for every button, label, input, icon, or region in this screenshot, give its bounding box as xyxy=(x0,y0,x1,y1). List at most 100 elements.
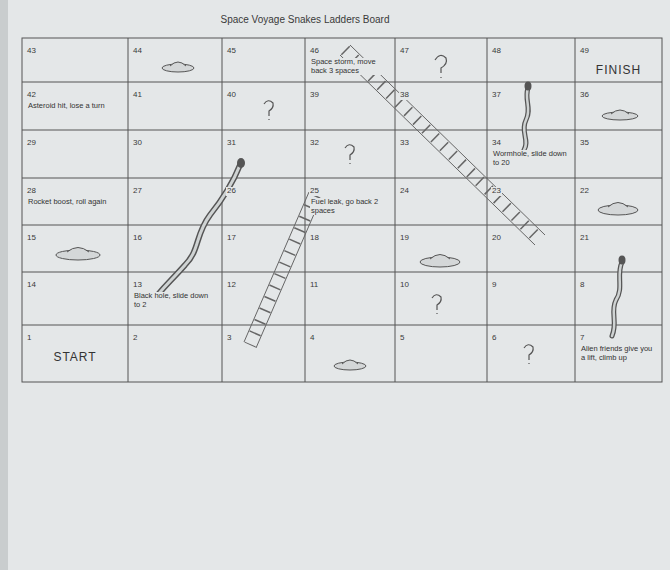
square-number: 6 xyxy=(491,334,497,343)
board-square: 28Rocket boost, roll again xyxy=(23,179,127,224)
square-number: 24 xyxy=(399,187,410,196)
square-number: 44 xyxy=(132,47,143,56)
board-square: 10 xyxy=(396,273,486,324)
square-number: 26 xyxy=(226,187,237,196)
board-grid xyxy=(22,38,662,382)
square-number: 7 xyxy=(579,334,585,343)
board-square: 42Asteroid hit, lose a turn xyxy=(23,83,127,129)
saucer-icons xyxy=(56,62,638,370)
grid-line xyxy=(222,38,223,382)
saucer-icon xyxy=(56,248,100,261)
square-number: 43 xyxy=(26,47,37,56)
saucer-icon xyxy=(602,110,638,120)
square-number: 38 xyxy=(399,91,410,100)
board-square: 37 xyxy=(488,83,574,129)
square-number: 14 xyxy=(26,281,37,290)
board-square: 32 xyxy=(306,131,394,177)
board-square: 2 xyxy=(129,326,221,381)
board-square: 20 xyxy=(488,226,574,271)
square-number: 19 xyxy=(399,234,410,243)
board-square: 21 xyxy=(576,226,661,271)
square-number: 2 xyxy=(132,334,138,343)
square-number: 36 xyxy=(579,91,590,100)
snake-head xyxy=(619,256,626,265)
board-square: 45 xyxy=(223,39,304,81)
square-number: 15 xyxy=(26,234,37,243)
square-number: 37 xyxy=(491,91,502,100)
snake xyxy=(524,82,532,151)
board-square: 17 xyxy=(223,226,304,271)
grid-line xyxy=(22,130,662,131)
square-number: 25 xyxy=(309,187,320,196)
square-number: 1 xyxy=(26,334,32,343)
board-square: 13Black hole, slide down to 2 xyxy=(129,273,221,324)
board-square: 5 xyxy=(396,326,486,381)
snake-body xyxy=(612,262,622,336)
square-number: 30 xyxy=(132,139,143,148)
mystery-symbol xyxy=(264,101,273,120)
square-number: 28 xyxy=(26,187,37,196)
board-square: 12 xyxy=(223,273,304,324)
square-number: 42 xyxy=(26,91,37,100)
square-number: 3 xyxy=(226,334,232,343)
square-number: 29 xyxy=(26,139,37,148)
board-square: 14 xyxy=(23,273,127,324)
square-instruction: Rocket boost, roll again xyxy=(27,198,123,207)
board-square: 35 xyxy=(576,131,661,177)
board-square: 23 xyxy=(488,179,574,224)
board-square: 26 xyxy=(223,179,304,224)
mystery-symbol xyxy=(524,345,533,364)
square-number: 33 xyxy=(399,139,410,148)
grid-line xyxy=(22,272,662,273)
board-square: 16 xyxy=(129,226,221,271)
square-instruction: Alien friends give you a lift, climb up xyxy=(580,345,657,362)
square-number: 49 xyxy=(579,47,590,56)
board-square: 3 xyxy=(223,326,304,381)
square-number: 41 xyxy=(132,91,143,100)
board-square: 11 xyxy=(306,273,394,324)
square-number: 45 xyxy=(226,47,237,56)
mystery-symbol xyxy=(435,55,446,78)
board-square: 39 xyxy=(306,83,394,129)
square-number: 48 xyxy=(491,47,502,56)
square-label: FINISH xyxy=(576,63,661,77)
snake-head xyxy=(525,82,532,91)
board-square: 41 xyxy=(129,83,221,129)
square-number: 11 xyxy=(309,281,319,290)
board-square: 38 xyxy=(396,83,486,129)
grid-line xyxy=(22,325,662,326)
snake-body xyxy=(524,88,528,150)
board-square: 33 xyxy=(396,131,486,177)
grid-line xyxy=(575,38,576,382)
board-square: 6 xyxy=(488,326,574,381)
square-number: 27 xyxy=(132,187,143,196)
board-square: 40 xyxy=(223,83,304,129)
square-number: 32 xyxy=(309,139,320,148)
mystery-symbols xyxy=(264,55,533,364)
square-instruction: Asteroid hit, lose a turn xyxy=(27,102,123,111)
board-square: 24 xyxy=(396,179,486,224)
square-number: 9 xyxy=(491,281,497,290)
square-number: 18 xyxy=(309,234,320,243)
square-number: 21 xyxy=(579,234,590,243)
ladder xyxy=(244,192,321,348)
saucer-icon xyxy=(162,62,194,72)
square-number: 22 xyxy=(579,187,590,196)
board-frame xyxy=(22,38,662,382)
board-square: 15 xyxy=(23,226,127,271)
snake-body xyxy=(150,165,240,305)
board-square: 29 xyxy=(23,131,127,177)
board-square: 47 xyxy=(396,39,486,81)
square-number: 8 xyxy=(579,281,585,290)
board-square: 44 xyxy=(129,39,221,81)
grid-line xyxy=(305,38,306,382)
snake-body xyxy=(612,262,622,336)
snake-head xyxy=(237,158,245,168)
square-number: 39 xyxy=(309,91,320,100)
square-number: 20 xyxy=(491,234,502,243)
ladder-rungs xyxy=(250,195,315,345)
board-square: 34Wormhole, slide down to 20 xyxy=(488,131,574,177)
grid-line xyxy=(22,225,662,226)
